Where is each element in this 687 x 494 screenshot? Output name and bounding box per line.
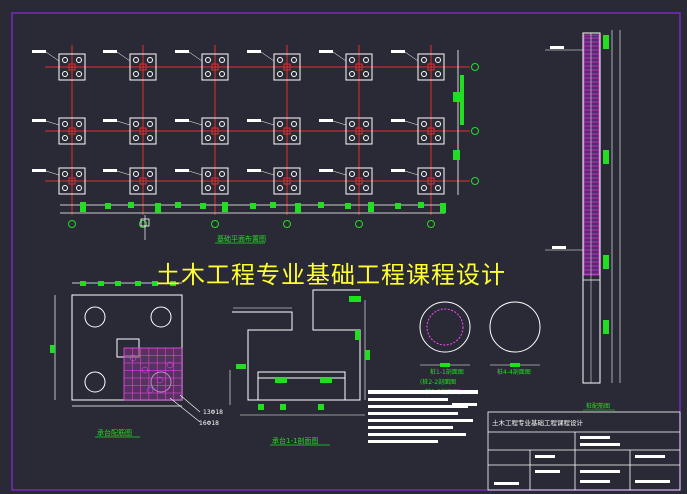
dim-tick (80, 281, 86, 286)
row-bubble (471, 127, 479, 135)
cap-tag (247, 169, 261, 172)
dim-tick (98, 281, 104, 286)
pile-cap (345, 117, 373, 145)
pile-cap (345, 53, 373, 81)
pile-cap (273, 53, 301, 81)
pile-cap (58, 167, 86, 195)
overlay-title: 土木工程专业基础工程课程设计 (156, 261, 506, 289)
pile-section-4-label: 桩4-4剖面图 (497, 368, 531, 376)
cap-tag (391, 169, 405, 172)
dim-tick (270, 202, 276, 208)
pile-cap (345, 167, 373, 195)
cap-tag (175, 50, 189, 53)
foundation-plan: 基础平面布置图 (32, 45, 479, 244)
pile-cap (58, 117, 86, 145)
dim-tick (222, 202, 228, 212)
row-bubble (471, 63, 479, 71)
pile-section-1-label: 桩1-1剖面图 (430, 368, 464, 376)
pile-cap (201, 167, 229, 195)
dim-tick (155, 203, 161, 213)
cap-tag (391, 119, 405, 122)
dim-tick (135, 281, 141, 286)
pile-cap (201, 53, 229, 81)
dim-tick (128, 202, 134, 208)
pile-cap (129, 167, 157, 195)
pile-section-2-label: (桩2-2剖面图 (420, 378, 456, 386)
cap-tag (391, 50, 405, 53)
pile-cap (129, 53, 157, 81)
dim-tick (368, 202, 374, 212)
section-label: 承台1-1剖面图 (272, 436, 318, 445)
dim-tick (440, 203, 446, 213)
pile-cap (417, 167, 445, 195)
row-bubble (471, 177, 479, 185)
dim-tick (250, 203, 256, 209)
dim-tick (170, 281, 176, 286)
pile-elevation: 桩配筋图 (545, 30, 621, 411)
title-block-fields (494, 436, 670, 485)
cap-tag (175, 169, 189, 172)
column-bubble (355, 220, 363, 228)
dim-tick (395, 203, 401, 209)
pile-sections: 桩1-1剖面图 (桩2-2剖面图 桩3-3剖面图) 桩4-4剖面图 (419, 301, 541, 396)
column-bubble (283, 220, 291, 228)
cap-tag (103, 119, 117, 122)
pile-cap (129, 117, 157, 145)
section-dim-marks (236, 296, 370, 410)
cap-tag (319, 119, 333, 122)
dim-tick (175, 202, 181, 208)
title-block-project: 土木工程专业基础工程课程设计 (492, 418, 584, 427)
cap-tag (32, 50, 46, 53)
dim-tick (345, 203, 351, 209)
column-bubble (68, 220, 76, 228)
pile-elevation-label: 桩配筋图 (586, 402, 610, 410)
rebar-note-1: 13Φ18 (203, 409, 223, 416)
dim-tick (295, 203, 301, 213)
plan-label: 基础平面布置图 (217, 234, 266, 243)
cap-tag (103, 50, 117, 53)
title-block (487, 411, 681, 491)
cap-tag (32, 119, 46, 122)
pile-cap (58, 53, 86, 81)
dim-tick (318, 202, 324, 208)
cap-tag (319, 169, 333, 172)
dim-tick (80, 202, 86, 212)
drawing-frame (11, 12, 681, 491)
column-bubble (139, 220, 147, 228)
pile-cap (417, 53, 445, 81)
pile-cap (273, 117, 301, 145)
cap-tag (32, 169, 46, 172)
rebar-note-2: 16Φ18 (199, 420, 219, 427)
pile-cap-section (229, 289, 366, 416)
dim-tick (115, 281, 121, 286)
dim-tick (152, 281, 158, 286)
cap-tag (247, 50, 261, 53)
pile-cap (201, 117, 229, 145)
pile-cap (273, 167, 301, 195)
column-bubble (211, 220, 219, 228)
column-bubble (427, 220, 435, 228)
cap-tag (319, 50, 333, 53)
dim-tick (105, 203, 111, 209)
cap-tag (175, 119, 189, 122)
cap-tag (247, 119, 261, 122)
dim-tick (418, 202, 424, 208)
cap-tag (103, 169, 117, 172)
design-notes (368, 390, 478, 443)
pile-cap-reinforcement-plan: 13Φ18 16Φ18 承台配筋图 (50, 281, 223, 438)
pile-cap (417, 117, 445, 145)
dim-tick (200, 203, 206, 209)
pile-cap-plan-label: 承台配筋图 (97, 428, 132, 437)
